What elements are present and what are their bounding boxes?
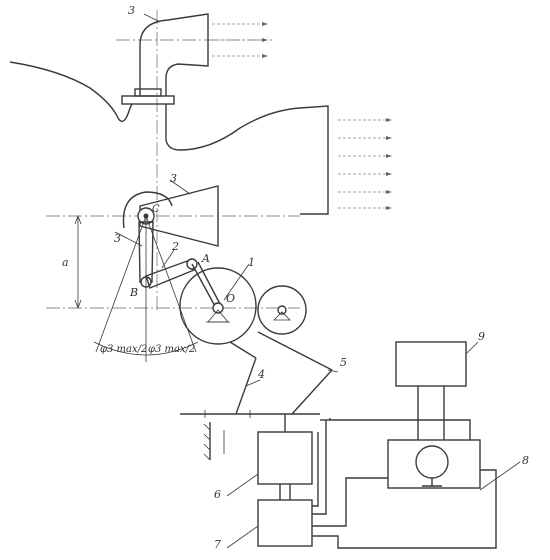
label-5: 5 [340, 356, 347, 369]
main-shaft [180, 410, 320, 461]
label-O: O [226, 292, 235, 305]
lever-lines [229, 331, 333, 415]
flow-arrows-right [338, 118, 392, 210]
flow-arrows-top [212, 22, 268, 58]
label-3-left: 3 [114, 232, 121, 245]
label-2: 2 [171, 240, 179, 253]
gear-wheel-2 [257, 285, 307, 335]
label-A: A [201, 252, 210, 265]
label-c: C [152, 204, 160, 215]
body-outline [9, 61, 329, 215]
label-7: 7 [214, 538, 221, 551]
label-phi-right: φ3 max/2 [148, 344, 195, 355]
block-6 [257, 414, 313, 500]
label-B: B [129, 286, 138, 299]
piping [312, 418, 497, 549]
block-7 [257, 499, 313, 547]
pump-assembly-8 [387, 439, 481, 489]
label-9: 9 [478, 330, 485, 343]
oscillating-nozzle [46, 185, 300, 247]
label-a-dimension: a [62, 256, 69, 269]
block-9 [395, 341, 467, 440]
label-4: 4 [257, 368, 265, 381]
connecting-rod [145, 258, 198, 289]
swing-angle [93, 215, 199, 362]
upper-duct [116, 10, 272, 310]
gear-wheel-1 [179, 267, 257, 345]
label-3-top: 3 [128, 4, 135, 17]
label-3-mid: 3 [170, 172, 177, 185]
label-phi-left: φ3 max/2 [100, 344, 147, 355]
leader-lines [114, 13, 521, 549]
crank [191, 261, 221, 309]
label-8: 8 [522, 454, 529, 467]
label-1: 1 [248, 256, 255, 269]
dimension-a [46, 214, 300, 310]
label-6: 6 [214, 488, 221, 501]
